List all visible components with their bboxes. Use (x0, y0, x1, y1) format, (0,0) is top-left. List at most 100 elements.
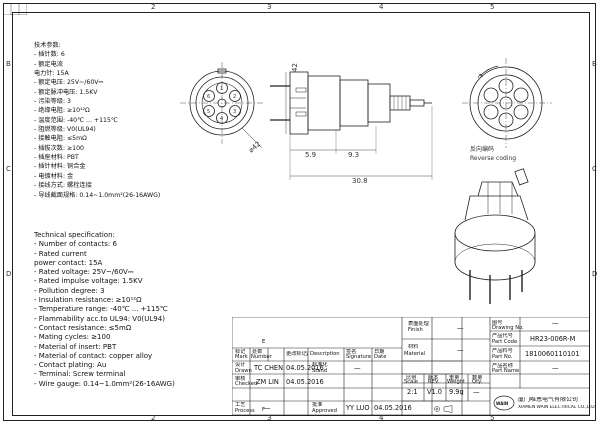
pin-label: 4 (220, 116, 223, 122)
weight-cn: 重量 (449, 375, 460, 381)
zone-bottom-3: 3 (267, 414, 272, 422)
number-en: Number (251, 354, 272, 360)
description-cn: 更改标记/ (286, 351, 309, 357)
process-value: — (264, 405, 271, 411)
zone-f: F (262, 407, 265, 413)
rev-value: V1.0 (427, 389, 442, 395)
stand-cn: 标准化 (312, 362, 328, 368)
pin-label: 2 (233, 94, 236, 100)
zone-bottom-4: 4 (379, 414, 384, 422)
spec-en-line: - Pollution degree: 3 (34, 286, 105, 295)
spec-en-line: - Number of contacts: 6 (34, 240, 117, 249)
outer-border (3, 3, 596, 421)
dim-30-8: 30.8 (352, 177, 368, 185)
number-cn: 处数 (252, 349, 263, 355)
part-no-en: Part No. (492, 354, 513, 360)
projection-symbol-icon (434, 405, 453, 413)
spec-cn-line: - 额定电压: 25V~/60V⎓ (34, 79, 104, 87)
part-no-value: 1810060110101 (525, 351, 580, 357)
reverse-coding-en: Reverse coding (470, 155, 516, 162)
dim-diameter: ⌀42 (247, 140, 262, 155)
company-logo-icon (493, 395, 515, 411)
company-name-cn: 厦门唯恩电气有限公司 (518, 397, 579, 403)
title-block-grid (232, 317, 590, 415)
drawn-cn: 设计 (235, 362, 246, 368)
spec-en-line: - Mating cycles: ≥100 (34, 333, 111, 342)
zone-right-b: B (592, 60, 597, 68)
zone-left-b: B (6, 60, 11, 68)
spec-cn-line: - 额定脉冲电压: 1.5KV (34, 88, 98, 96)
dim-5-9: 5.9 (305, 151, 316, 159)
spec-cn-line: - 接触电阻: ≤5mΩ (34, 135, 87, 143)
weight-value: 9.9g (449, 389, 464, 395)
rev-cn: 版本 (428, 375, 439, 381)
spec-en-line: - Rated current (34, 249, 87, 258)
drawn-name: TC CHEN (254, 365, 284, 371)
checked-en: Checked (235, 381, 258, 387)
mark-en: Mark (235, 354, 248, 360)
zone-top-4: 4 (379, 3, 384, 11)
pin-label: 6 (207, 94, 210, 100)
approved-name: YY LUO (346, 405, 370, 411)
date-en: Date (374, 354, 387, 360)
process-cn: 工艺 (235, 402, 246, 408)
spec-list-cn: 技术参数: - 插针数: 6 - 额定电流 电力针: 15A - 额定电压: 2… (34, 41, 160, 200)
material-value: — (457, 347, 464, 353)
spec-en-line: - Rated voltage: 25V~/60V⎓ (34, 268, 134, 277)
zone-top-5: 5 (490, 3, 495, 11)
reverse-coding-cn: 反向编码 (470, 145, 494, 153)
spec-cn-line: - 绝缘电阻: ≥10¹²Ω (34, 107, 90, 115)
spec-list-en: Technical specification: - Number of con… (34, 231, 175, 389)
side-view (270, 71, 432, 135)
drawing-no-cn: 图号 (492, 320, 503, 326)
zone-bottom-2: 2 (151, 414, 156, 422)
spec-cn-line: - 电镀材料: 金 (34, 172, 74, 180)
signature-cn: 签名 (346, 349, 357, 355)
company-logo-text: WAIN (496, 401, 509, 406)
qty-value: — (473, 389, 480, 395)
part-no-cn: 产品料号 (492, 348, 513, 354)
scale-cn: 比例 (406, 375, 417, 381)
spec-cn-line: - 接线方式: 螺栓连接 (34, 182, 92, 190)
drawing-no-en: Drawing No. (492, 325, 524, 331)
part-code-value: HR23-006R-M (530, 336, 576, 342)
qty-cn: 数量 (472, 375, 483, 381)
zone-left-d: D (6, 270, 12, 278)
revision-mini-box (3, 3, 27, 15)
part-name-en: Part Name (492, 368, 520, 374)
finish-value: — (457, 325, 464, 331)
scale-en: Scale (404, 379, 418, 385)
spec-cn-line: - 额定电流 (34, 60, 63, 68)
zone-bottom-5: 5 (490, 414, 495, 422)
qty-en: Qty. (472, 379, 483, 385)
pin-label: 3 (233, 109, 236, 115)
spec-en-line: - Contact plating: Au (34, 361, 107, 370)
date-cn: 日期 (374, 349, 385, 355)
spec-cn-line: 电力针: 15A (34, 70, 69, 78)
process-en: Process (235, 408, 255, 414)
zone-top-3: 3 (267, 3, 272, 11)
spec-cn-line: - 插针数: 6 (34, 51, 65, 59)
checked-date: 04.05.2016 (286, 379, 324, 385)
zone-e: E (262, 339, 266, 345)
spec-cn-line: 技术参数: (34, 42, 61, 49)
finish-en: Finish (408, 327, 423, 333)
drawing-frame (12, 12, 590, 416)
checked-cn: 审核 (235, 376, 246, 382)
approved-en: Approved (312, 408, 337, 414)
pin-label: 5 (207, 109, 210, 115)
rev-en: REV. (428, 379, 440, 385)
part-name-cn: 产品名称 (492, 363, 513, 369)
spec-en-line: - Insulation resistance: ≥10¹²Ω (34, 296, 142, 305)
zone-right-d: D (592, 270, 598, 278)
zone-left-c: C (6, 165, 11, 173)
isometric-view (454, 168, 536, 304)
spec-en-line: power contact: 15A (34, 258, 103, 267)
spec-en-line: - Terminal: Screw terminal (34, 370, 126, 379)
spec-en-line: - Temperature range: -40℃ ... +115℃ (34, 305, 168, 314)
spec-cn-line: - 导线截面规格: 0.14~1.0mm²(26-16AWG) (34, 191, 161, 199)
drawn-date: 04.05.2016 (286, 365, 324, 371)
spec-cn-line: - 温度范围: -40℃ ... +115℃ (34, 116, 118, 124)
material-en: Material (404, 351, 426, 357)
